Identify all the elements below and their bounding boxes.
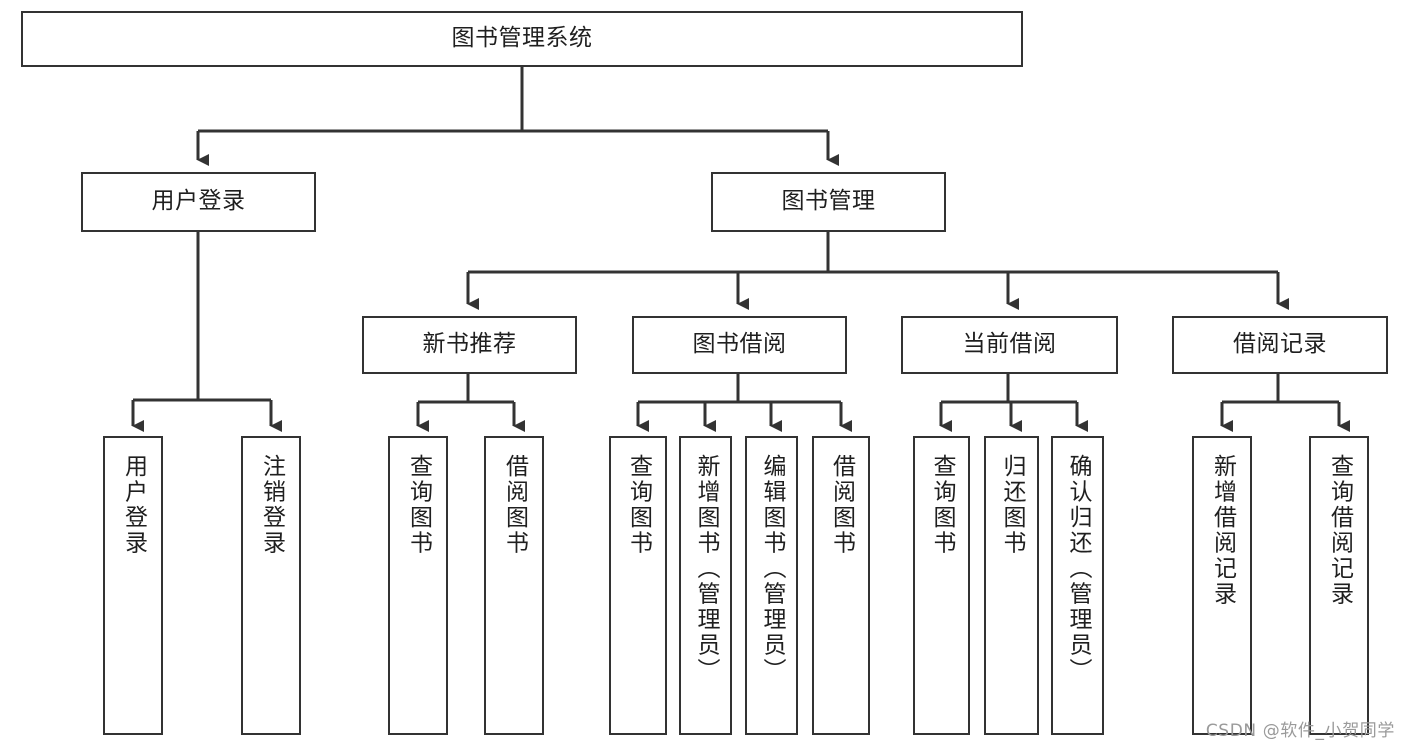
leaf-borrow-book-2[interactable]: 借阅图书 [812,436,870,735]
leaf-add-borrow-record-label: 新增借阅记录 [1209,454,1236,607]
leaf-add-book-admin-label: 新增图书（管理员） [693,454,720,684]
leaf-edit-book-admin[interactable]: 编辑图书（管理员） [745,436,798,735]
leaf-add-book-admin[interactable]: 新增图书（管理员） [679,436,732,735]
csdn-watermark: CSDN @软件_小贺同学 [1205,721,1395,741]
node-root[interactable]: 图书管理系统 [21,11,1023,67]
node-borrow-record[interactable]: 借阅记录 [1172,316,1388,374]
leaf-return-book-label: 归还图书 [999,454,1026,556]
leaf-borrow-book-1-label: 借阅图书 [501,454,528,556]
leaf-query-book-2-label: 查询图书 [625,454,652,556]
leaf-borrow-book-1[interactable]: 借阅图书 [484,436,544,735]
leaf-query-book-2[interactable]: 查询图书 [609,436,667,735]
leaf-user-logout[interactable]: 注销登录 [241,436,301,735]
leaf-user-logout-label: 注销登录 [258,454,285,556]
leaf-return-book[interactable]: 归还图书 [984,436,1039,735]
leaf-edit-book-admin-label: 编辑图书（管理员） [759,454,786,684]
node-root-label: 图书管理系统 [451,25,593,52]
leaf-user-login[interactable]: 用户登录 [103,436,163,735]
node-user-login[interactable]: 用户登录 [81,172,316,232]
node-user-login-label: 用户登录 [151,188,246,215]
leaf-add-borrow-record[interactable]: 新增借阅记录 [1192,436,1252,735]
leaf-query-borrow-record-label: 查询借阅记录 [1326,454,1353,607]
node-book-borrow-label: 图书借阅 [692,331,787,358]
node-current-borrow-label: 当前借阅 [962,331,1057,358]
node-current-borrow[interactable]: 当前借阅 [901,316,1118,374]
leaf-query-borrow-record[interactable]: 查询借阅记录 [1309,436,1369,735]
node-new-book-recommend[interactable]: 新书推荐 [362,316,577,374]
leaf-query-book-3[interactable]: 查询图书 [913,436,970,735]
node-book-borrow[interactable]: 图书借阅 [632,316,847,374]
node-book-manage-label: 图书管理 [781,188,876,215]
leaf-confirm-return-admin-label: 确认归还（管理员） [1065,454,1092,684]
leaf-query-book-1-label: 查询图书 [405,454,432,556]
node-new-book-recommend-label: 新书推荐 [422,331,517,358]
leaf-confirm-return-admin[interactable]: 确认归还（管理员） [1051,436,1104,735]
leaf-query-book-3-label: 查询图书 [929,454,956,556]
node-book-manage[interactable]: 图书管理 [711,172,946,232]
leaf-query-book-1[interactable]: 查询图书 [388,436,448,735]
node-borrow-record-label: 借阅记录 [1233,331,1327,358]
leaf-borrow-book-2-label: 借阅图书 [828,454,855,556]
leaf-user-login-label: 用户登录 [120,454,147,556]
